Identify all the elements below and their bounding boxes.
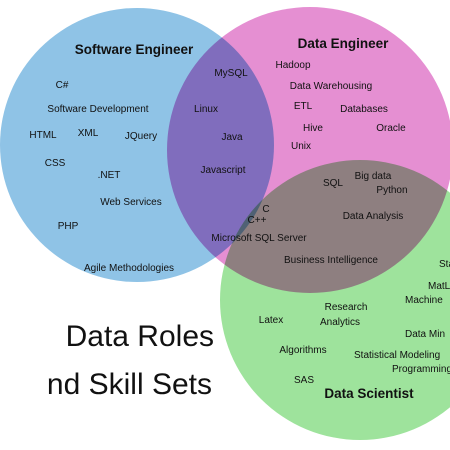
skill-label: MatL xyxy=(428,281,450,292)
skill-label: Business Intelligence xyxy=(284,255,378,266)
data-scientist-title: Data Scientist xyxy=(324,386,414,401)
skill-label: Big data xyxy=(355,171,392,182)
skill-label: Hive xyxy=(303,123,323,134)
skill-label: PHP xyxy=(58,221,79,232)
software-engineer-title: Software Engineer xyxy=(75,42,194,57)
skill-label: Statistical Modeling xyxy=(354,350,440,361)
skill-label: MySQL xyxy=(214,68,248,79)
skill-label: Java xyxy=(221,132,243,143)
skill-label: Research xyxy=(325,302,368,313)
skill-label: ETL xyxy=(294,101,313,112)
skill-label: SQL xyxy=(323,178,343,189)
skill-label: Latex xyxy=(259,315,283,326)
skill-label: Machine xyxy=(405,295,443,306)
data-scientist-circle xyxy=(220,160,450,440)
skill-label: Unix xyxy=(291,141,311,152)
skill-label: C++ xyxy=(248,215,267,226)
skill-label: Web Services xyxy=(100,197,162,208)
skill-label: Data Warehousing xyxy=(290,81,372,92)
skill-label: .NET xyxy=(98,170,121,181)
heading-line-1: Data Roles xyxy=(66,320,214,353)
skill-label: XML xyxy=(78,128,99,139)
heading-line-2: nd Skill Sets xyxy=(47,368,212,401)
skill-label: Agile Methodologies xyxy=(84,263,174,274)
skill-label: Data Min xyxy=(405,329,445,340)
skill-label: Databases xyxy=(340,104,388,115)
skill-label: Oracle xyxy=(376,123,406,134)
skill-label: Algorithms xyxy=(279,345,326,356)
skill-label: Data Analysis xyxy=(343,211,404,222)
skill-label: C xyxy=(262,204,269,215)
skill-label: Software Development xyxy=(47,104,148,115)
skill-label: C# xyxy=(56,80,69,91)
skill-label: Linux xyxy=(194,104,218,115)
skill-label: HTML xyxy=(29,130,57,141)
skill-label: SAS xyxy=(294,375,314,386)
skill-label: Microsoft SQL Server xyxy=(211,233,307,244)
skill-label: JQuery xyxy=(125,131,157,142)
skill-label: Programming xyxy=(392,364,450,375)
skill-label: Analytics xyxy=(320,317,360,328)
skill-label: Hadoop xyxy=(275,60,310,71)
skill-label: Sta xyxy=(439,259,450,270)
data-engineer-title: Data Engineer xyxy=(298,36,390,51)
skill-label: CSS xyxy=(45,158,66,169)
skill-label: Javascript xyxy=(200,165,245,176)
skill-label: Python xyxy=(376,185,407,196)
